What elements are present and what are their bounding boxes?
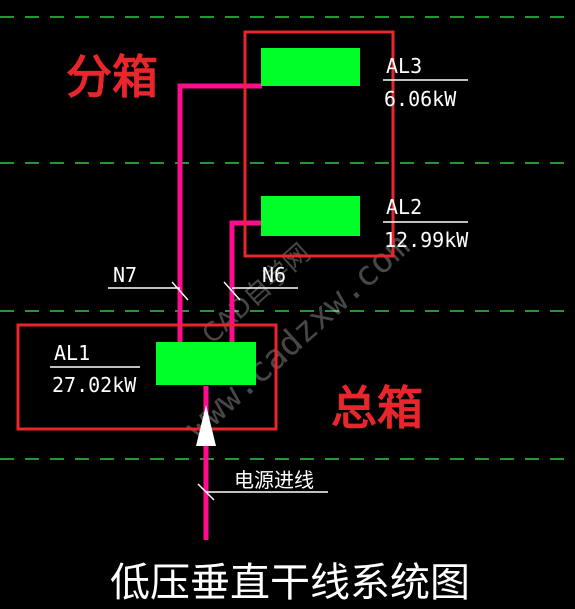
- panel-al1-id: AL1: [54, 341, 90, 365]
- panel-al2: [261, 196, 360, 236]
- sub-box-label: 分箱: [66, 50, 158, 104]
- panel-labels: AL3 6.06kW AL2 12.99kW AL1 27.02kW: [50, 54, 469, 397]
- panel-al2-id: AL2: [386, 195, 422, 219]
- cable-n6: [229, 220, 262, 342]
- sub-box-frame: [243, 30, 395, 258]
- cable-n7: [177, 83, 262, 342]
- cable-labels: N7 N6 电源进线: [108, 263, 328, 493]
- panel-al3-id: AL3: [386, 54, 422, 78]
- panel-al3: [261, 48, 360, 86]
- cable-label-n7: N7: [113, 263, 137, 287]
- tick-n7: [171, 281, 189, 301]
- feed-arrow: [196, 405, 216, 446]
- panel-al2-load: 12.99kW: [384, 228, 469, 252]
- panel-al3-load: 6.06kW: [384, 87, 457, 111]
- diagram-caption: 低压垂直干线系统图: [110, 560, 470, 606]
- main-box-label: 总箱: [331, 381, 423, 435]
- main-box-frame: [16, 323, 278, 431]
- panel-al1-load: 27.02kW: [52, 373, 137, 397]
- tick-n6: [223, 281, 241, 301]
- panel-al1: [156, 342, 256, 385]
- cable-label-n6: N6: [262, 263, 286, 287]
- incoming-label: 电源进线: [234, 468, 314, 492]
- floor-lines: [0, 16, 575, 460]
